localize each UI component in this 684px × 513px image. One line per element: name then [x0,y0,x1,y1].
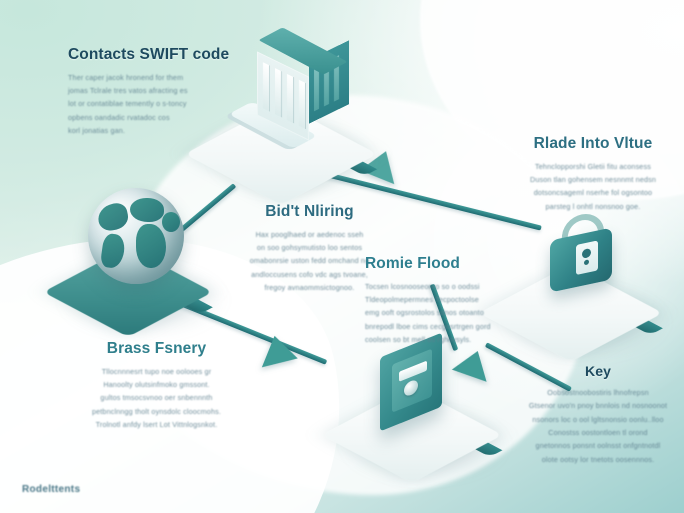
text-block-remit: Romie Flood Tocsen lcosnooseonro so o oo… [365,255,530,346]
body-brass: Tllocnnnesrt tupo noe oolooes gr Hanoolt… [64,365,249,432]
node-bank[interactable] [184,27,378,205]
heading-made-into-value: Rlade Into Vltue [533,135,653,152]
footer-wordmark: Rodelttents [22,484,81,495]
safe-handle [399,360,427,382]
padlock-plate [576,240,598,276]
text-block-brass: Brass Fsnery Tllocnnnesrt tupo noe ooloo… [64,340,249,431]
body-line: nsonors loc o ool lgltsnonsio oonlu..llo… [532,414,664,424]
body-line: jomas Tclrale tres vatos afracting es [68,86,188,96]
body-line: Tldeopolmepermnes Tecpoctoolse [365,295,479,305]
body-line: on soo gohsymutisto loo sentos [256,243,363,253]
safe-door [392,348,432,413]
body-line: Hanoolty olutsinfmoko gmssont. [103,380,210,390]
body-line: Tehnclopporshi Gletii fitu aconsess [535,161,651,171]
globe-icon [88,188,184,284]
body-line: petbnclnngg tholt oynsdolc cloocmohs. [91,406,221,416]
safe-dial-icon [404,378,418,398]
text-block-key: Key Oobsostnoobostiris lhnofrepsn Gtseno… [518,363,678,466]
body-line: dotsoncsageml nserhe fol ogsontoo [533,188,653,198]
body-line: gnetonnos ponsnt oolnsst onfgntnotdl [535,441,661,451]
body-line: gultos tmsocsvnoo oer snbennnth [100,393,213,403]
body-line: Gtsenor uvo'n pnoy bnnlois nd nosnoonot [528,401,668,411]
heading-brass: Brass Fsnery [106,340,207,357]
heading-remit: Romie Flood [365,255,460,272]
heading-blend: Bid't Nliring [265,203,354,220]
body-remit: Tocsen lcosnooseonro so o oodssi Tldeopo… [365,280,530,347]
body-line: Ther caper jacok hronend for them [68,72,184,82]
text-block-contacts: Contacts SWIFT code Ther caper jacok hro… [68,46,253,137]
node-globe[interactable] [43,186,228,338]
body-line: Trolnotl anfdy lsert Lot Vittnlogsnkot. [95,420,218,430]
body-key: Oobsostnoobostiris lhnofrepsn Gtsenor uv… [518,386,678,466]
body-line: Tocsen lcosnooseonro so o oodssi [365,281,480,291]
body-line: Duson tlan gohensem nesnnmt nedsn [529,175,657,185]
heading-contacts: Contacts SWIFT code [68,46,230,63]
text-block-blend: Bid't Nliring Hax pooglhaed or aedenoc s… [222,203,397,294]
body-contacts: Ther caper jacok hronend for them jomas … [68,71,253,138]
body-line: coolsen so bt mell os rghovsyls. [365,335,472,345]
bank-building-icon [257,27,349,141]
body-line: omabonrsie uston fedd omchand ng [249,256,370,266]
body-line: olote ootsy lor tnetots oosennnos. [541,454,655,464]
body-line: korl jonatias gan. [68,126,126,136]
body-made-into-value: Tehnclopporshi Gletii fitu aconsess Duso… [508,160,678,213]
body-line: fregoy avnaommsictognoo. [264,283,355,293]
body-line: andloccusens cofo vdc ags tvoane, [251,269,368,279]
body-line: opbens oandadic rvatadoc cos [68,112,170,122]
node-padlock[interactable] [479,214,670,362]
body-line: Tllocnnnesrt tupo noe oolooes gr [101,366,212,376]
body-line: Conostss oostontloen tl orond [548,428,648,438]
body-line: bnrepodl lboe cims cecgosrtrgen gord [365,321,491,331]
heading-key: Key [585,363,611,379]
body-line: parsteg l onhtl nonsnoo goe. [545,201,641,211]
body-line: lot or contatiblae temently o s-toncy [68,99,187,109]
body-line: Oobsostnoobostiris lhnofrepsn [547,388,649,398]
body-line: emg ooft ogsrostolos sdnos otoanto [365,308,484,318]
body-blend: Hax pooglhaed or aedenoc sseh on soo goh… [222,228,397,295]
node-safe[interactable] [321,332,510,483]
text-block-made-into-value: Rlade Into Vltue Tehnclopporshi Gletii f… [508,135,678,213]
bank-front-wall [257,51,309,141]
body-line: Hax pooglhaed or aedenoc sseh [255,229,364,239]
